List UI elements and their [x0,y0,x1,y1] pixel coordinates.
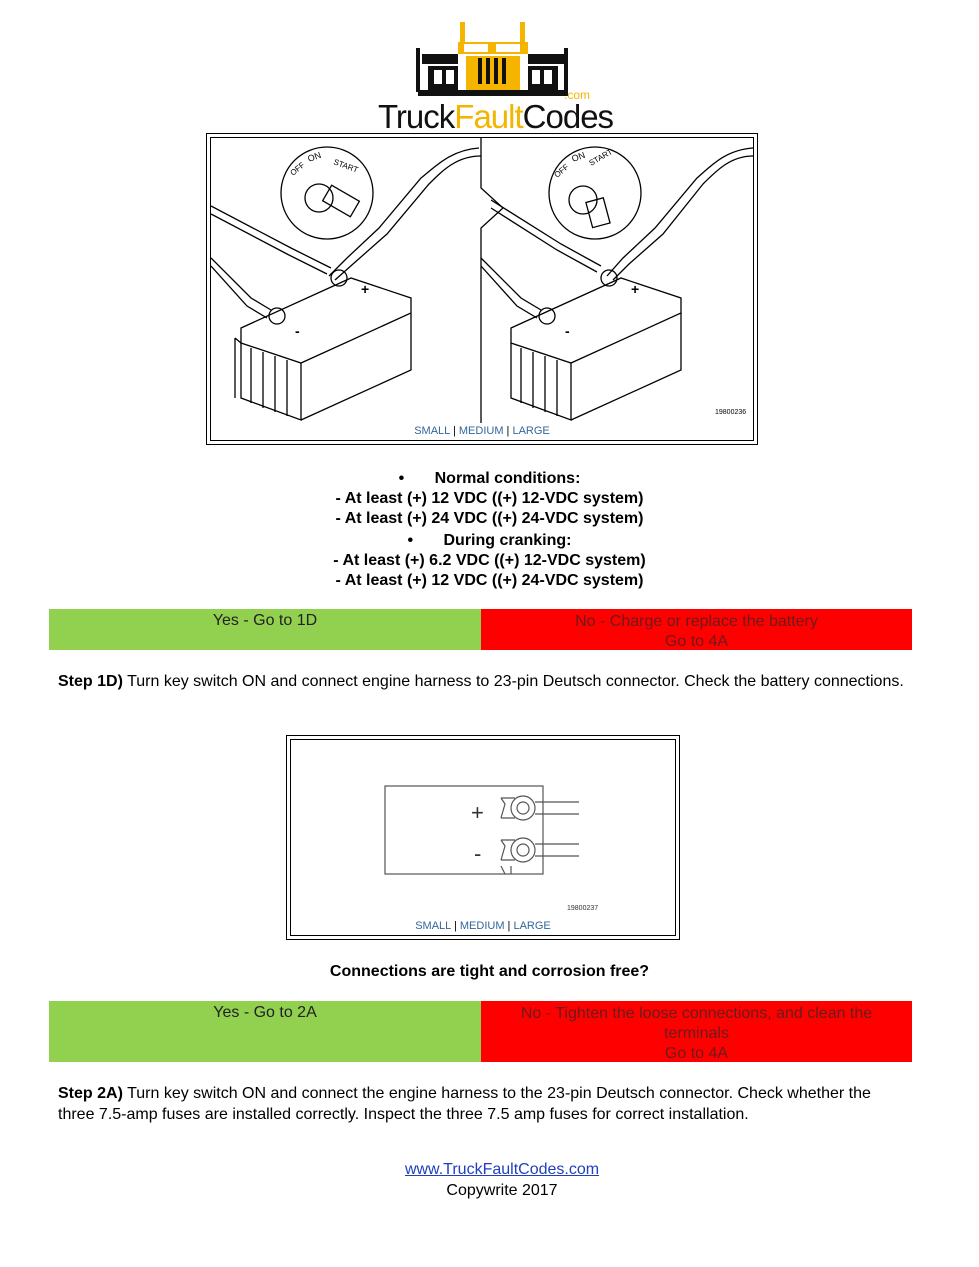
small-link[interactable]: SMALL [414,425,450,437]
normal-conditions-heading: • Normal conditions: [0,469,979,489]
bullet: • [407,532,414,549]
plus-label: + [471,800,484,825]
battery-key-switch-figure: OFF ON START OFF ON START + - + - 198002… [206,133,758,445]
link-separator: | [449,425,459,437]
battery-terminals-figure: + - 19800237 SMALL | MEDIUM | LARGE [286,735,680,940]
logo-text-codes: Codes [522,98,614,135]
size-links: SMALL | MEDIUM | LARGE [211,425,753,437]
condition-line: - At least (+) 12 VDC ((+) 12-VDC system… [335,490,644,507]
link-separator: | [504,920,514,932]
site-logo: .com TruckFaultCodes [378,20,614,135]
yes-label: Yes - Go to 1D [212,612,318,629]
question-text: Connections are tight and corrosion free… [329,963,650,980]
no-option-2[interactable]: No - Tighten the loose connections, and … [481,1001,912,1062]
normal-conditions-text: Normal conditions: [434,470,581,487]
figure-id: 19800236 [715,409,746,416]
no-label-line2: terminals [664,1025,729,1042]
logo-text-fault: Fault [454,98,523,135]
yes-option-2[interactable]: Yes - Go to 2A [49,1001,481,1062]
minus-label: - [474,841,481,866]
logo-wordmark: TruckFaultCodes [378,98,614,142]
yes-label: Yes - Go to 2A [213,1004,317,1021]
switch-label-start-left: START [332,157,359,174]
logo-com: .com [564,88,591,102]
condition-line: - At least (+) 24 VDC ((+) 24-VDC system… [335,510,644,527]
battery-illustration: OFF ON START OFF ON START + - + - 198002… [211,138,753,423]
truck-icon [416,22,568,96]
switch-label-off-right: OFF [553,162,571,179]
no-label-line3: Go to 4A [664,1045,729,1062]
terminal-illustration: + - 19800237 [384,785,598,912]
footer-copyright: Copywrite 2017 [446,1182,558,1199]
no-label-line1: No - Tighten the loose connections, and … [520,1005,873,1022]
plus-label-left: + [361,281,369,297]
bullet: • [398,470,405,487]
switch-label-start-right: START [588,147,615,168]
switch-label-off-left: OFF [289,160,307,177]
footer-website-link[interactable]: www.TruckFaultCodes.com [404,1161,600,1178]
condition-line: - At least (+) 12 VDC ((+) 24-VDC system… [335,572,644,589]
yes-option-1[interactable]: Yes - Go to 1D [49,609,481,650]
step-text: Turn key switch ON and connect the engin… [58,1085,871,1123]
large-link[interactable]: LARGE [512,425,550,437]
step-label: Step 1D) [58,673,123,690]
link-separator: | [450,920,460,932]
large-link[interactable]: LARGE [513,920,551,932]
step-label: Step 2A) [58,1085,123,1102]
figure-frame: + - 19800237 SMALL | MEDIUM | LARGE [290,739,676,936]
minus-label-right: - [565,323,570,339]
cranking-conditions-heading: • During cranking: [0,531,979,551]
step-text: Turn key switch ON and connect engine ha… [122,673,904,690]
minus-label-left: - [295,323,300,339]
figure-frame: OFF ON START OFF ON START + - + - 198002… [210,137,754,441]
step-2a: Step 2A) Turn key switch ON and connect … [58,1083,908,1125]
logo-text-truck: Truck [378,98,455,135]
no-option-1[interactable]: No - Charge or replace the battery Go to… [481,609,912,650]
figure-id: 19800237 [567,905,598,912]
switch-label-on-right: ON [570,150,586,164]
no-label-line1: No - Charge or replace the battery [575,613,818,630]
condition-line: - At least (+) 6.2 VDC ((+) 12-VDC syste… [333,552,646,569]
size-links: SMALL | MEDIUM | LARGE [291,920,675,932]
no-label-line2: Go to 4A [664,633,729,650]
step-1d: Step 1D) Turn key switch ON and connect … [58,671,908,692]
plus-label-right: + [631,281,639,297]
small-link[interactable]: SMALL [415,920,451,932]
link-separator: | [503,425,513,437]
switch-label-on-left: ON [306,150,322,164]
medium-link[interactable]: MEDIUM [459,920,505,932]
medium-link[interactable]: MEDIUM [458,425,504,437]
cranking-conditions-text: During cranking: [443,532,572,549]
